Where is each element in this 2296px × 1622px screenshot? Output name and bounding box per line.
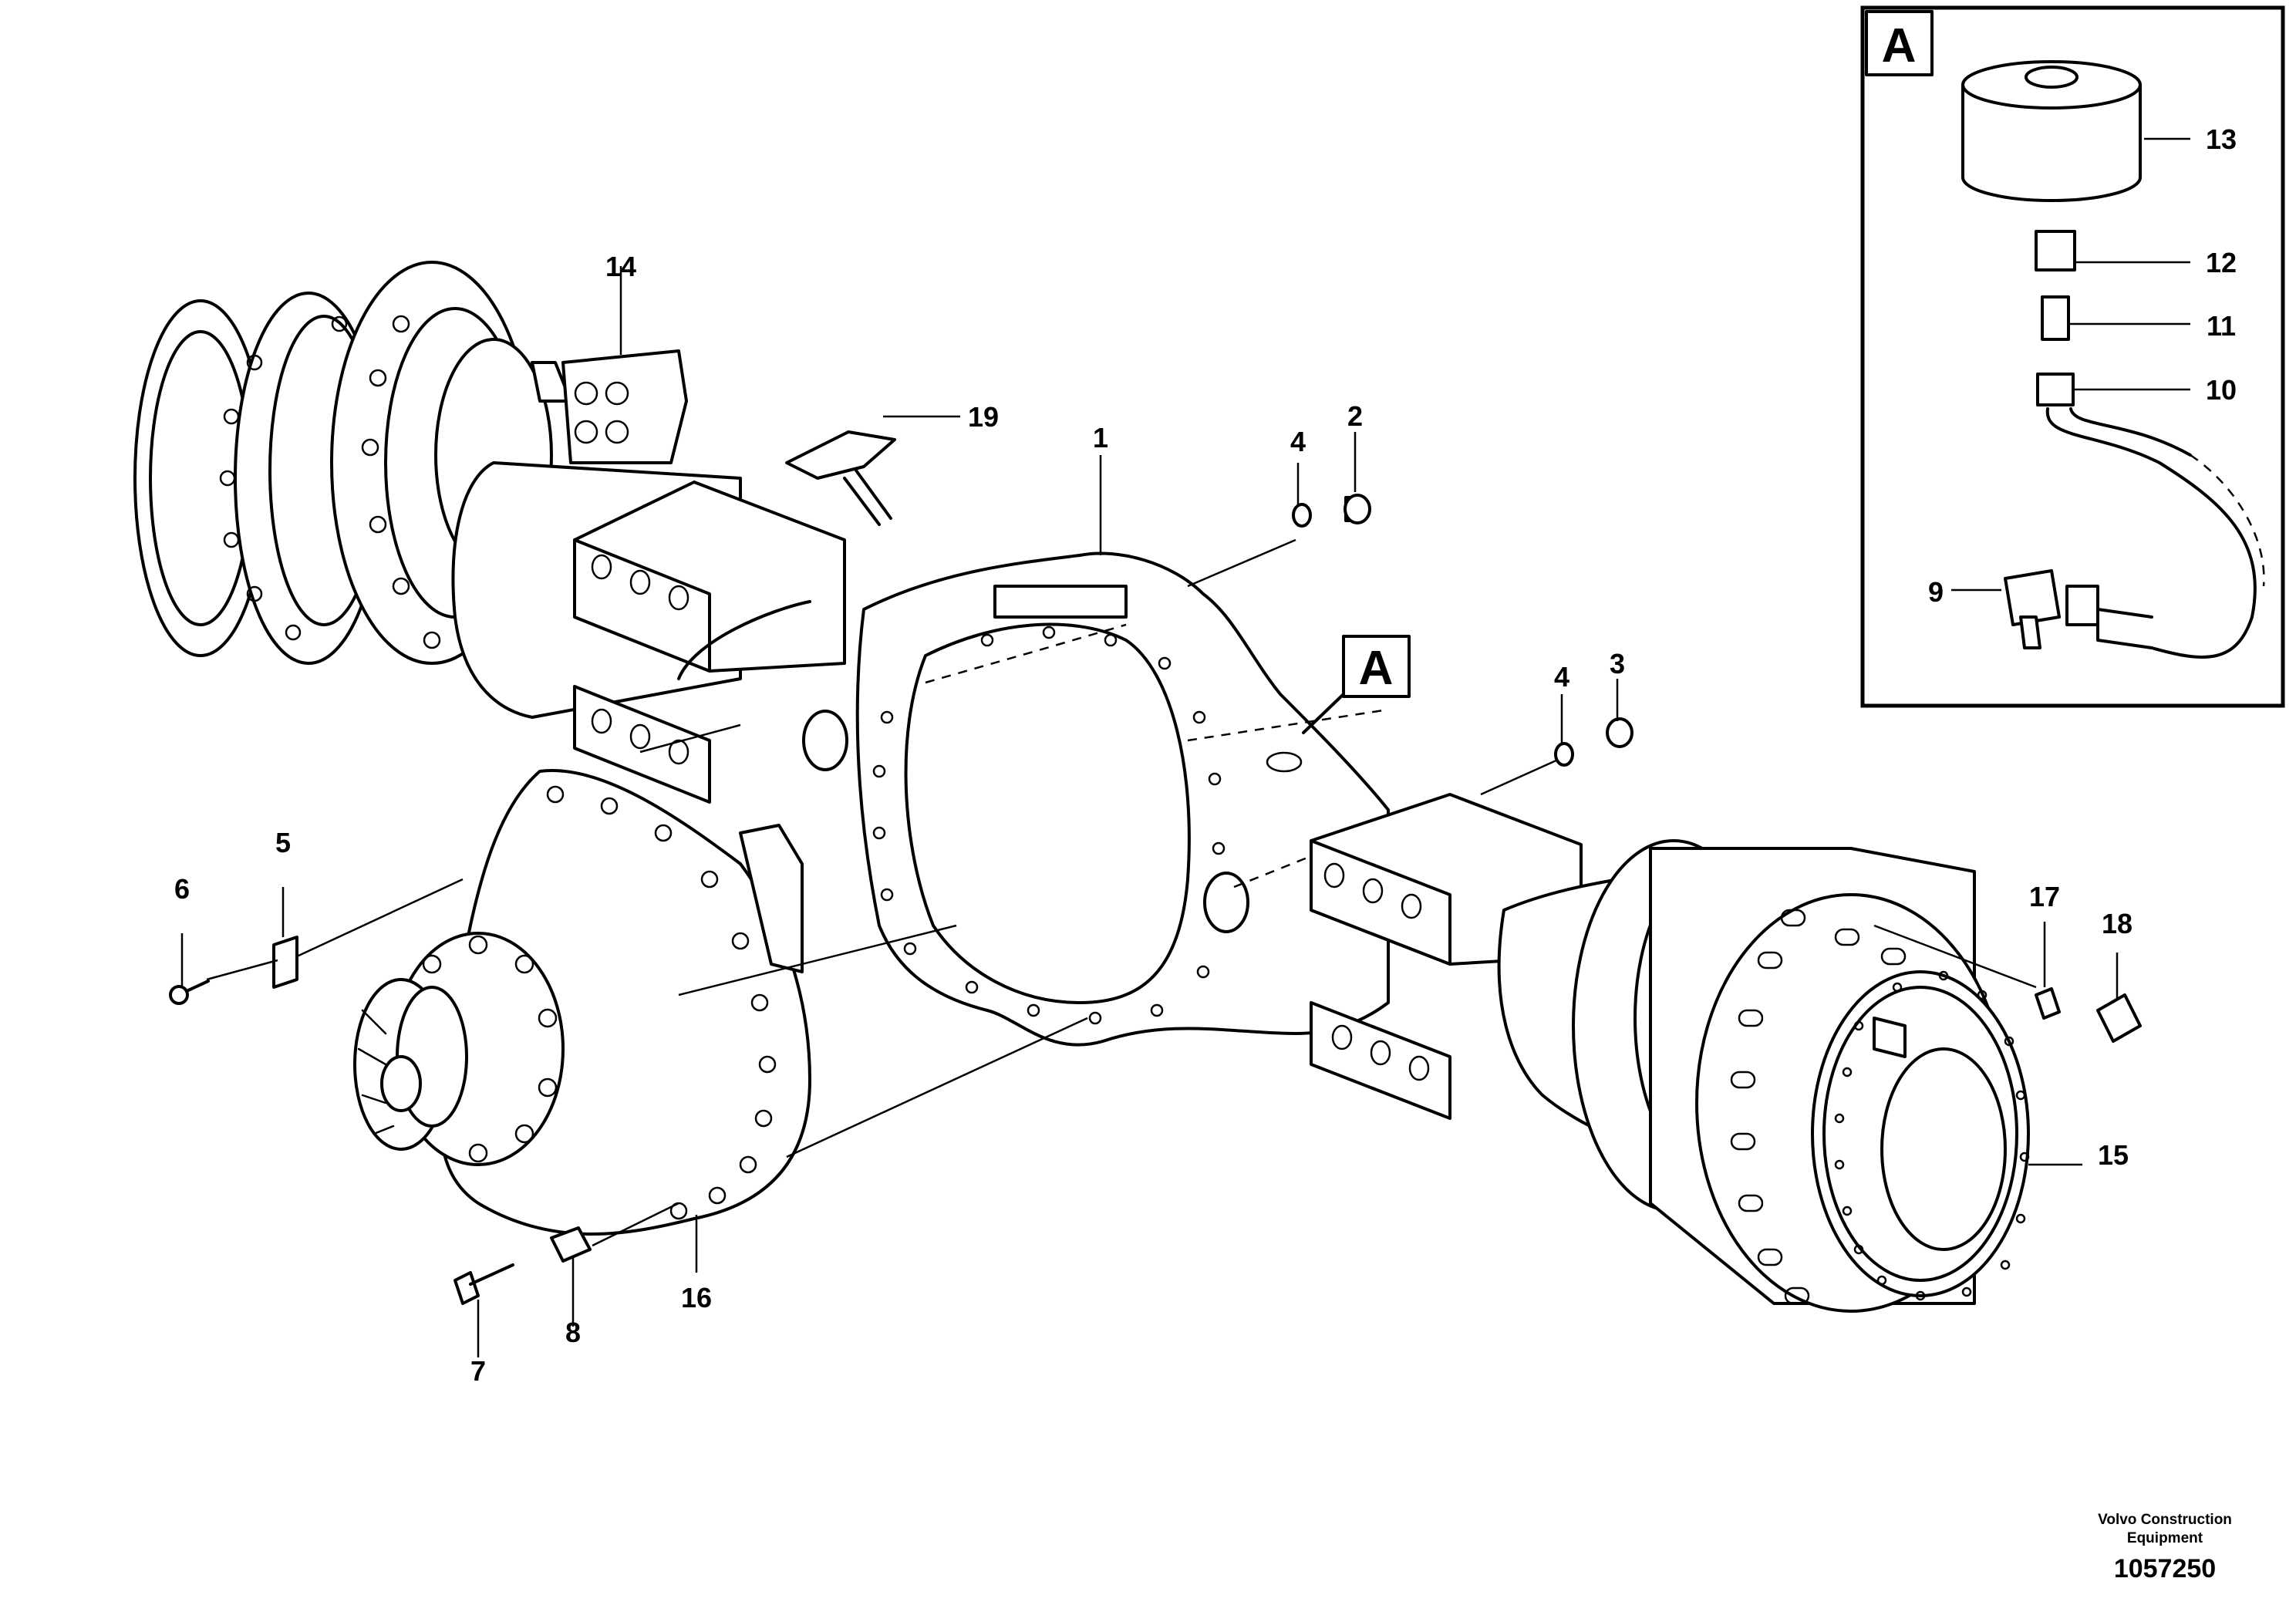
callout-11: 11 <box>2207 310 2236 342</box>
plug-17 <box>2035 987 2061 1020</box>
detail-box-a: A <box>1860 5 2285 708</box>
sleeve-8 <box>550 1226 592 1263</box>
breather-cap-13 <box>1961 60 2142 202</box>
detail-marker-a: A <box>1302 635 1411 734</box>
plug-2 <box>1292 494 1371 528</box>
callout-7: 7 <box>470 1355 486 1387</box>
footer: Volvo Construction Equipment 1057250 <box>2098 1512 2232 1583</box>
drawing-number: 1057250 <box>2114 1554 2216 1583</box>
bolt-7 <box>453 1263 514 1305</box>
callout-3: 3 <box>1610 648 1625 679</box>
callout-5: 5 <box>275 827 291 858</box>
right-hub-assembly <box>1497 839 2030 1313</box>
left-hub-assembly <box>133 261 688 665</box>
callout-labels: 1 2 3 4 4 5 6 7 8 9 10 11 12 13 14 15 16… <box>174 123 2237 1387</box>
label-plate-5 <box>272 936 298 989</box>
screw-6 <box>169 980 210 1005</box>
callout-15: 15 <box>2098 1139 2129 1171</box>
nipple-11 <box>2041 295 2070 341</box>
callout-13: 13 <box>2206 123 2237 155</box>
callout-4-lower: 4 <box>1554 661 1569 693</box>
callout-9: 9 <box>1928 576 1944 608</box>
callout-6: 6 <box>174 873 190 905</box>
footer-company-line2: Equipment <box>2127 1530 2203 1546</box>
assembly-guide-lines <box>925 623 1389 889</box>
callout-8: 8 <box>565 1317 581 1348</box>
callout-1: 1 <box>1093 422 1108 454</box>
leader-lines <box>180 266 2119 1357</box>
footer-company-line1: Volvo Construction <box>2098 1512 2232 1528</box>
callout-17: 17 <box>2029 881 2060 912</box>
axle-housing <box>451 461 1583 1120</box>
detail-marker-letter: A <box>1359 642 1394 695</box>
callout-2: 2 <box>1347 400 1363 432</box>
hose-10 <box>2036 373 2265 659</box>
callout-10: 10 <box>2206 374 2237 406</box>
plug-3 <box>1554 717 1633 767</box>
differential-carrier <box>353 769 811 1236</box>
callout-4-upper: 4 <box>1290 426 1306 457</box>
breather-sensor-part <box>785 430 896 526</box>
callout-16: 16 <box>681 1282 712 1313</box>
plug-18 <box>2096 993 2142 1043</box>
callout-14: 14 <box>605 251 636 282</box>
detail-box-letter: A <box>1882 19 1917 73</box>
nut-12 <box>2035 230 2076 271</box>
elbow-9 <box>2004 569 2099 649</box>
callout-12: 12 <box>2206 247 2237 278</box>
callout-19: 19 <box>968 401 999 433</box>
callout-18: 18 <box>2102 908 2132 939</box>
